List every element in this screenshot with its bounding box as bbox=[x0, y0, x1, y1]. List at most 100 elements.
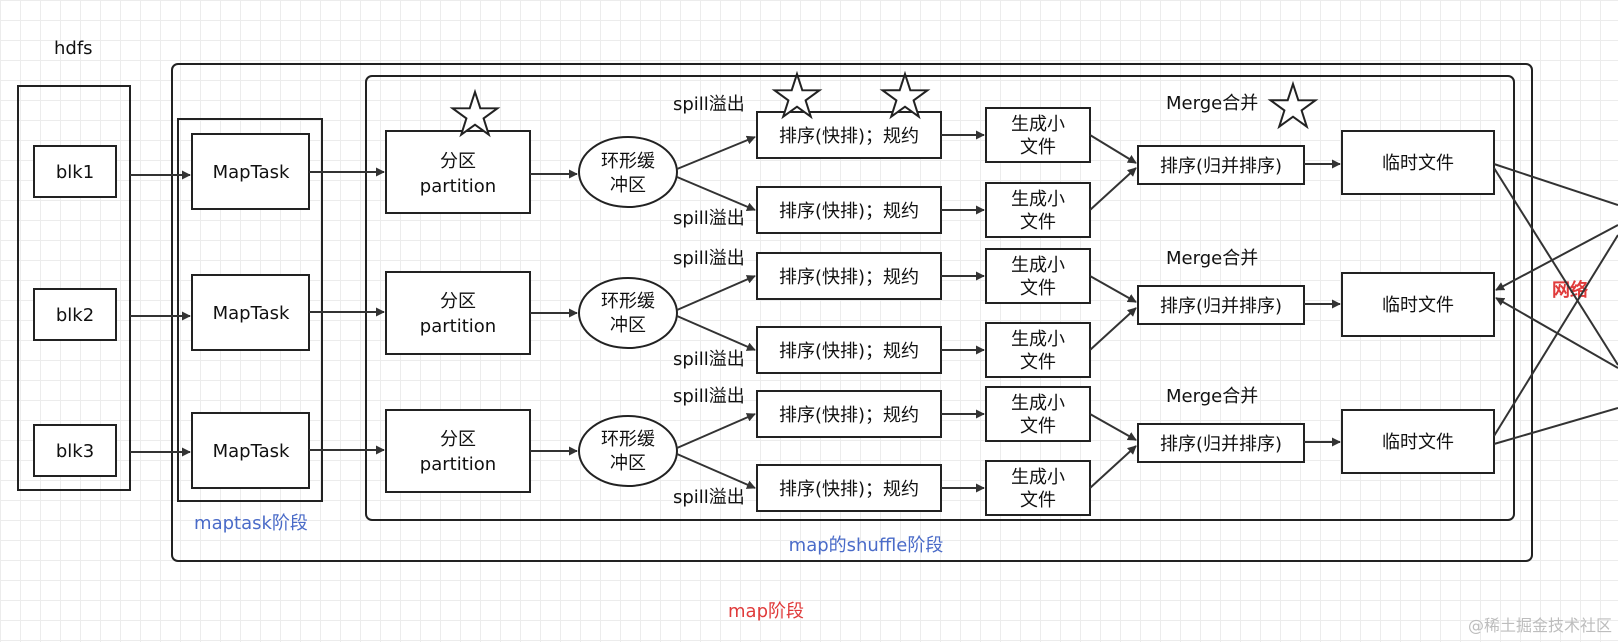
watermark: @稀土掘金技术社区 bbox=[1468, 616, 1612, 635]
small-file-box-bottom bbox=[985, 460, 1091, 516]
small-file-box-bottom bbox=[985, 182, 1091, 238]
small-file-box-top bbox=[985, 248, 1091, 304]
small-file-label-bottom-2: 文件 bbox=[1020, 490, 1056, 511]
star-icon bbox=[879, 70, 931, 120]
star-icon bbox=[1267, 80, 1319, 130]
network-line bbox=[1495, 224, 1618, 291]
star-icon bbox=[449, 88, 501, 138]
row-2: blk2 MapTask 分区 partition 环形缓 冲区 spill溢出… bbox=[33, 248, 1495, 378]
ring-buffer bbox=[578, 415, 678, 487]
small-file-label-top-2: 文件 bbox=[1020, 137, 1056, 158]
block-label: blk2 bbox=[56, 305, 94, 326]
spill-label-top: spill溢出 bbox=[673, 386, 745, 407]
sort-box-bottom bbox=[756, 464, 942, 512]
temp-file-label: 临时文件 bbox=[1382, 153, 1454, 174]
sort-label-bottom: 排序(快排)；规约 bbox=[779, 201, 919, 222]
small-file-label-top-1: 生成小 bbox=[1011, 393, 1065, 414]
arrow bbox=[676, 413, 756, 449]
small-file-label-bottom-1: 生成小 bbox=[1011, 329, 1065, 350]
merge-label: Merge合并 bbox=[1166, 93, 1258, 114]
network-line bbox=[1493, 407, 1618, 445]
merge-sort-label: 排序(归并排序) bbox=[1160, 156, 1282, 177]
block-label: blk3 bbox=[56, 441, 94, 462]
arrow bbox=[676, 275, 756, 311]
small-file-box-bottom bbox=[985, 322, 1091, 378]
small-file-label-top-2: 文件 bbox=[1020, 278, 1056, 299]
small-file-label-bottom-1: 生成小 bbox=[1011, 189, 1065, 210]
block-label: blk1 bbox=[56, 162, 94, 183]
ring-buffer-label-1: 环形缓 bbox=[601, 429, 655, 450]
merge-label: Merge合并 bbox=[1166, 248, 1258, 269]
flow-arrows bbox=[130, 130, 1341, 493]
maptask-stage-label: maptask阶段 bbox=[194, 513, 308, 534]
arrow bbox=[676, 453, 756, 489]
partition-label-1: 分区 bbox=[440, 151, 476, 172]
hdfs-frame bbox=[17, 85, 131, 491]
network-lines bbox=[1493, 163, 1618, 445]
partition-label-1: 分区 bbox=[440, 291, 476, 312]
block-box bbox=[33, 145, 117, 198]
map-stage-frame bbox=[171, 63, 1533, 562]
arrow bbox=[1089, 413, 1137, 441]
maptask-frame bbox=[177, 118, 323, 502]
ring-buffer-label-1: 环形缓 bbox=[601, 151, 655, 172]
sort-label-top: 排序(快排)；规约 bbox=[779, 126, 919, 147]
merge-sort-label: 排序(归并排序) bbox=[1160, 434, 1282, 455]
merge-label: Merge合并 bbox=[1166, 386, 1258, 407]
star-icon bbox=[771, 70, 823, 120]
sort-label-bottom: 排序(快排)；规约 bbox=[779, 479, 919, 500]
block-box bbox=[33, 288, 117, 341]
partition-box bbox=[385, 130, 531, 214]
small-file-label-bottom-2: 文件 bbox=[1020, 212, 1056, 233]
map-shuffle-frame bbox=[365, 75, 1515, 521]
small-file-label-bottom-2: 文件 bbox=[1020, 352, 1056, 373]
row-1: blk1 MapTask 分区 partition 环形缓 冲区 spill溢出… bbox=[33, 93, 1495, 238]
arrow bbox=[676, 315, 756, 351]
network-line bbox=[1493, 163, 1618, 206]
arrow bbox=[676, 135, 756, 170]
temp-file-box bbox=[1341, 409, 1495, 474]
arrow bbox=[1089, 307, 1137, 351]
maptask-label: MapTask bbox=[213, 162, 290, 183]
hdfs-label: hdfs bbox=[54, 38, 93, 59]
ring-buffer-label-2: 冲区 bbox=[610, 175, 646, 196]
ring-buffer-label-2: 冲区 bbox=[610, 315, 646, 336]
arrow bbox=[1089, 167, 1137, 211]
map-stage-label: map阶段 bbox=[728, 601, 804, 622]
temp-file-box bbox=[1341, 272, 1495, 337]
spill-label-top: spill溢出 bbox=[673, 94, 745, 115]
ring-buffer bbox=[578, 136, 678, 208]
network-line bbox=[1493, 167, 1618, 366]
arrow bbox=[676, 176, 756, 211]
maptask-box bbox=[191, 133, 310, 210]
partition-label-2: partition bbox=[420, 176, 496, 197]
merge-sort-label: 排序(归并排序) bbox=[1160, 296, 1282, 317]
arrow bbox=[1089, 134, 1137, 164]
temp-file-label: 临时文件 bbox=[1382, 432, 1454, 453]
sort-box-bottom bbox=[756, 186, 942, 234]
stars bbox=[449, 70, 1319, 138]
partition-box bbox=[385, 409, 531, 493]
sort-box-top bbox=[756, 111, 942, 159]
temp-file-box bbox=[1341, 130, 1495, 195]
arrow bbox=[1089, 445, 1137, 489]
ring-buffer bbox=[578, 277, 678, 349]
spill-label-top: spill溢出 bbox=[673, 248, 745, 269]
arrow bbox=[1089, 275, 1137, 303]
spill-label-bottom: spill溢出 bbox=[673, 487, 745, 508]
partition-label-2: partition bbox=[420, 316, 496, 337]
maptask-label: MapTask bbox=[213, 303, 290, 324]
spill-label-bottom: spill溢出 bbox=[673, 208, 745, 229]
temp-file-label: 临时文件 bbox=[1382, 295, 1454, 316]
ring-buffer-label-2: 冲区 bbox=[610, 453, 646, 474]
block-box bbox=[33, 424, 117, 477]
small-file-label-top-1: 生成小 bbox=[1011, 255, 1065, 276]
ring-buffer-label-1: 环形缓 bbox=[601, 291, 655, 312]
row-3: blk3 MapTask 分区 partition 环形缓 冲区 spill溢出… bbox=[33, 386, 1495, 516]
sort-box-top bbox=[756, 252, 942, 300]
maptask-label: MapTask bbox=[213, 441, 290, 462]
small-file-label-top-1: 生成小 bbox=[1011, 114, 1065, 135]
partition-label-2: partition bbox=[420, 454, 496, 475]
sort-label-top: 排序(快排)；规约 bbox=[779, 405, 919, 426]
sort-label-top: 排序(快排)；规约 bbox=[779, 267, 919, 288]
